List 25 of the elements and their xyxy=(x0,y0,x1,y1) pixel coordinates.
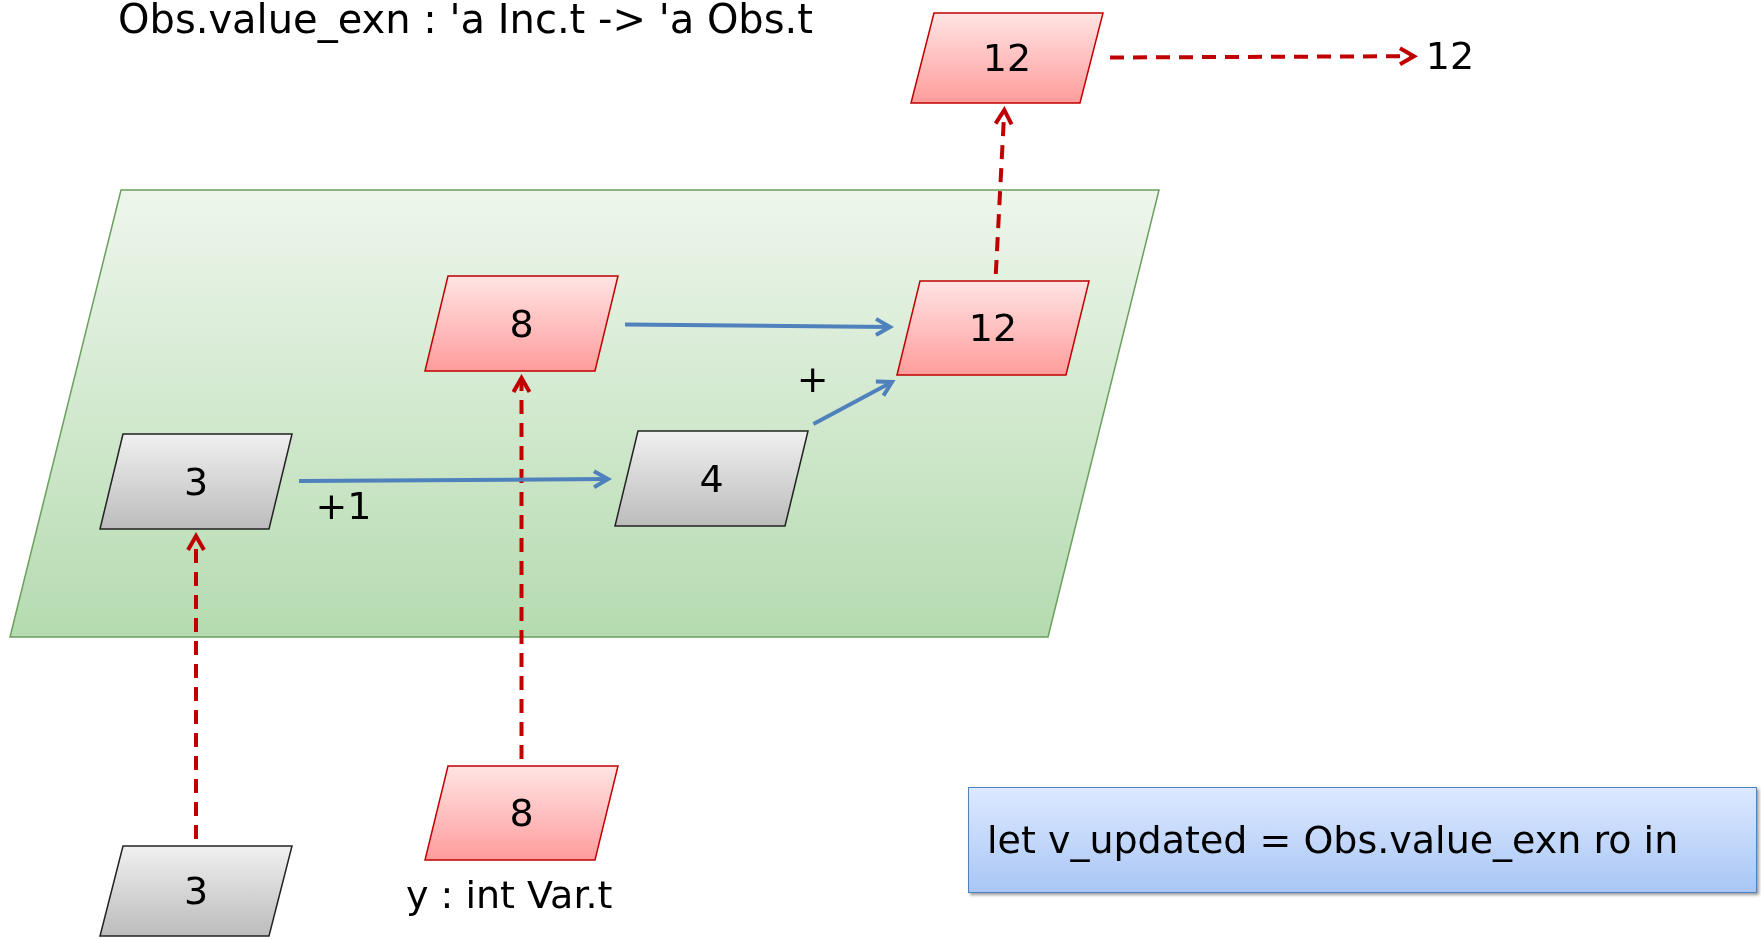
edge-label: +1 xyxy=(315,484,372,528)
node-value: 12 xyxy=(1425,34,1475,78)
arrow xyxy=(299,469,610,490)
arrow xyxy=(511,376,532,759)
arrow xyxy=(186,534,206,839)
node-value: 3 xyxy=(183,869,209,913)
signature-title: Obs.value_exn : 'a Inc.t -> 'a Obs.t xyxy=(118,0,813,42)
graph-plane xyxy=(9,189,1160,638)
node-value: 12 xyxy=(968,306,1018,350)
arrow xyxy=(624,316,892,337)
node-value: 12 xyxy=(982,36,1032,80)
arrow xyxy=(993,108,1014,275)
node-value: 8 xyxy=(509,791,534,835)
variable-caption: y : int Var.t xyxy=(406,873,613,917)
edge-label: + xyxy=(796,357,829,401)
parallelogram-node xyxy=(910,12,1104,104)
code-box xyxy=(968,787,1757,893)
node-value: 4 xyxy=(699,456,724,501)
node-value: 3 xyxy=(183,459,209,504)
arrow xyxy=(812,379,894,426)
parallelogram-node xyxy=(424,765,619,861)
node-value: 8 xyxy=(509,301,534,346)
code-line: let v_updated = Obs.value_exn ro in xyxy=(987,818,1679,862)
parallelogram-node xyxy=(99,845,293,937)
arrow xyxy=(1110,46,1416,67)
